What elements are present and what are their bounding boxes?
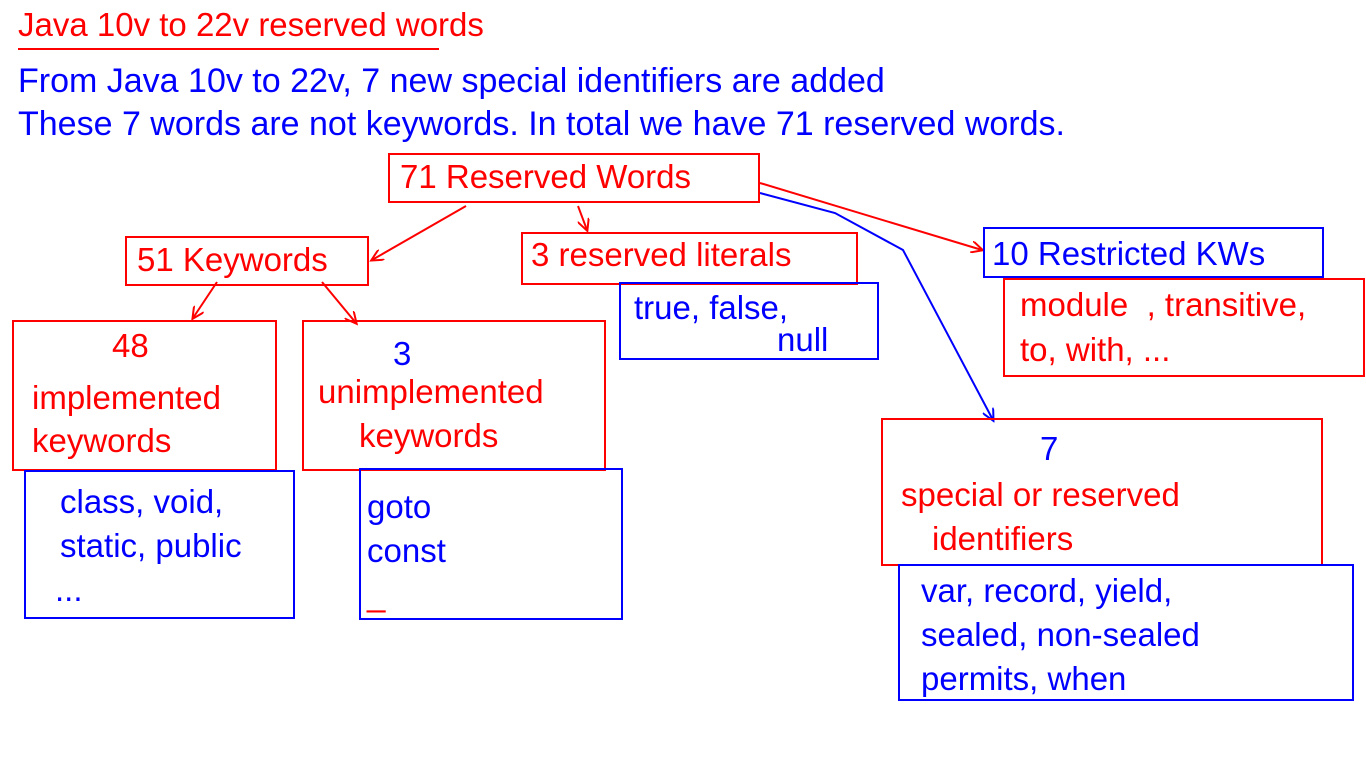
implemented-count: 48	[112, 327, 149, 364]
unimplemented-line-1: unimplemented	[318, 373, 544, 410]
special-line-2: identifiers	[932, 520, 1074, 557]
page-title: Java 10v to 22v reserved words	[18, 6, 484, 43]
implemented-example-line-2: static, public	[60, 527, 242, 564]
arrow-root-to-literals	[577, 205, 587, 230]
implemented-example-line-1: class, void,	[60, 483, 224, 520]
arrow-root-to-keywords	[372, 205, 467, 260]
restricted-example-line-2: to, with, ...	[1020, 331, 1171, 368]
special-examples-box	[898, 564, 1354, 701]
arrow-keywords-to-unimplemented	[321, 281, 356, 323]
restricted-node-box	[983, 227, 1324, 278]
intro-line-1: From Java 10v to 22v, 7 new special iden…	[18, 62, 885, 100]
keywords-node-box	[125, 236, 369, 286]
arrow-keywords-to-implemented	[193, 281, 218, 318]
implemented-example-line-3: ...	[55, 571, 83, 608]
intro-line-2: These 7 words are not keywords. In total…	[18, 105, 1065, 143]
literals-node-box	[521, 232, 858, 285]
special-count: 7	[1040, 430, 1059, 467]
unimplemented-example-line-3: _	[367, 576, 386, 613]
special-line-1: special or reserved	[901, 476, 1180, 513]
implemented-line-1: implemented	[32, 379, 221, 416]
root-node-label: 71 Reserved Words	[400, 158, 692, 195]
restricted-examples-box	[1003, 278, 1365, 377]
unimplemented-example-line-2: const	[367, 532, 446, 569]
title-underline	[18, 48, 439, 50]
special-example-line-3: permits, when	[921, 660, 1127, 697]
special-example-line-2: sealed, non-sealed	[921, 616, 1200, 653]
unimplemented-line-2: keywords	[359, 417, 499, 454]
restricted-example-line-1: module , transitive,	[1020, 286, 1307, 323]
implemented-examples-box	[24, 470, 295, 619]
unimplemented-count: 3	[393, 335, 412, 372]
literals-example-line-1: true, false,	[634, 289, 789, 326]
special-example-line-1: var, record, yield,	[921, 572, 1173, 609]
root-node-box	[388, 153, 760, 203]
unimplemented-examples-box	[359, 468, 623, 620]
restricted-node-label: 10 Restricted KWs	[992, 235, 1266, 272]
unimplemented-node-box	[302, 320, 606, 471]
unimplemented-example-line-1: goto	[367, 488, 432, 525]
literals-examples-box	[619, 282, 879, 360]
literals-example-line-2: null	[777, 321, 829, 358]
keywords-node-label: 51 Keywords	[137, 241, 328, 278]
implemented-line-2: keywords	[32, 422, 172, 459]
literals-node-label: 3 reserved literals	[531, 236, 792, 273]
